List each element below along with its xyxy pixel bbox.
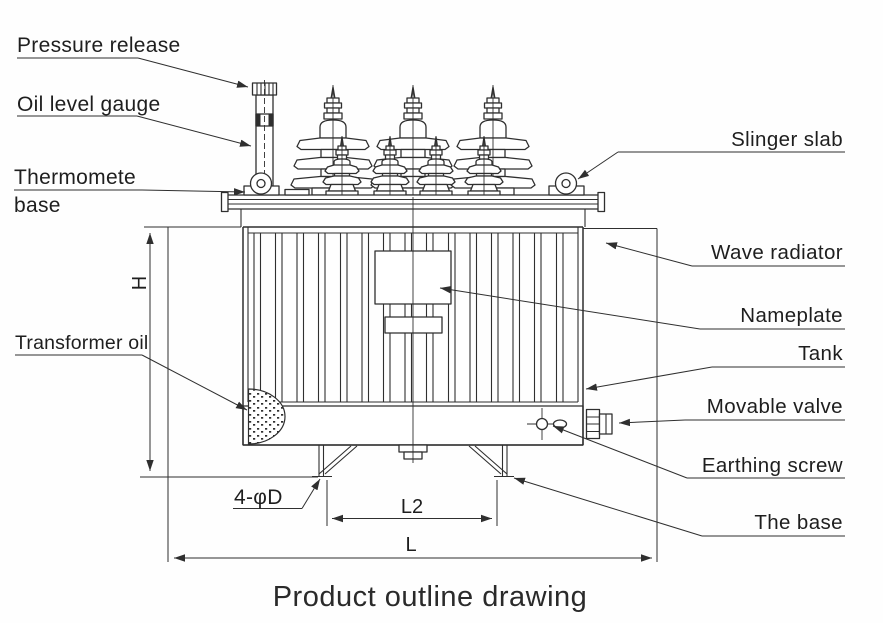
label-the-base: The base — [754, 511, 843, 534]
label-thermometer-base-line2: base — [14, 194, 61, 217]
label-earthing-screw: Earthing screw — [702, 454, 843, 477]
dimension-L2-label: L2 — [401, 496, 423, 518]
label-nameplate: Nameplate — [740, 304, 843, 327]
dimension-H-label: H — [129, 276, 151, 290]
left-foot — [312, 445, 358, 478]
leader-thermometer-base — [141, 188, 246, 196]
extension-lines — [140, 226, 658, 562]
leader-mounting-holes — [301, 478, 321, 509]
dimension-holes-label: 4-φD — [234, 486, 283, 509]
label-slinger-slab: Slinger slab — [731, 128, 843, 151]
base-feet — [312, 445, 514, 478]
leader-pressure-release — [137, 57, 249, 88]
label-tank: Tank — [798, 342, 843, 365]
label-movable-valve: Movable valve — [707, 395, 843, 418]
leader-oil-level-gauge — [136, 115, 252, 147]
leader-movable-valve — [618, 418, 686, 427]
thermometer-base-lug — [243, 172, 280, 196]
leader-nameplate — [439, 286, 701, 330]
label-thermometer-base-line1: Thermomete — [14, 166, 136, 189]
leader-wave-radiator — [605, 242, 693, 267]
movable-valve — [585, 408, 613, 440]
right-foot — [468, 445, 514, 478]
label-pressure-release: Pressure release — [17, 34, 181, 57]
label-transformer-oil: Transformer oil — [15, 332, 148, 354]
label-wave-radiator: Wave radiator — [711, 241, 843, 264]
leader-earthing-screw — [552, 425, 688, 479]
leader-transformer-oil — [141, 354, 248, 411]
leader-tank — [585, 366, 713, 391]
drawing-caption: Product outline drawing — [273, 581, 588, 613]
transformer-oil-fill — [247, 388, 286, 445]
leader-lines — [136, 57, 713, 537]
leader-the-base — [513, 477, 703, 537]
nameplate-bracket — [384, 316, 443, 334]
pressure-release-device — [251, 80, 278, 190]
label-oil-level-gauge: Oil level gauge — [17, 93, 160, 116]
slinger-slab-lug — [548, 172, 585, 196]
leader-slinger-slab — [577, 151, 619, 180]
label-underlines — [14, 57, 845, 537]
dimension-L-label: L — [405, 534, 416, 556]
